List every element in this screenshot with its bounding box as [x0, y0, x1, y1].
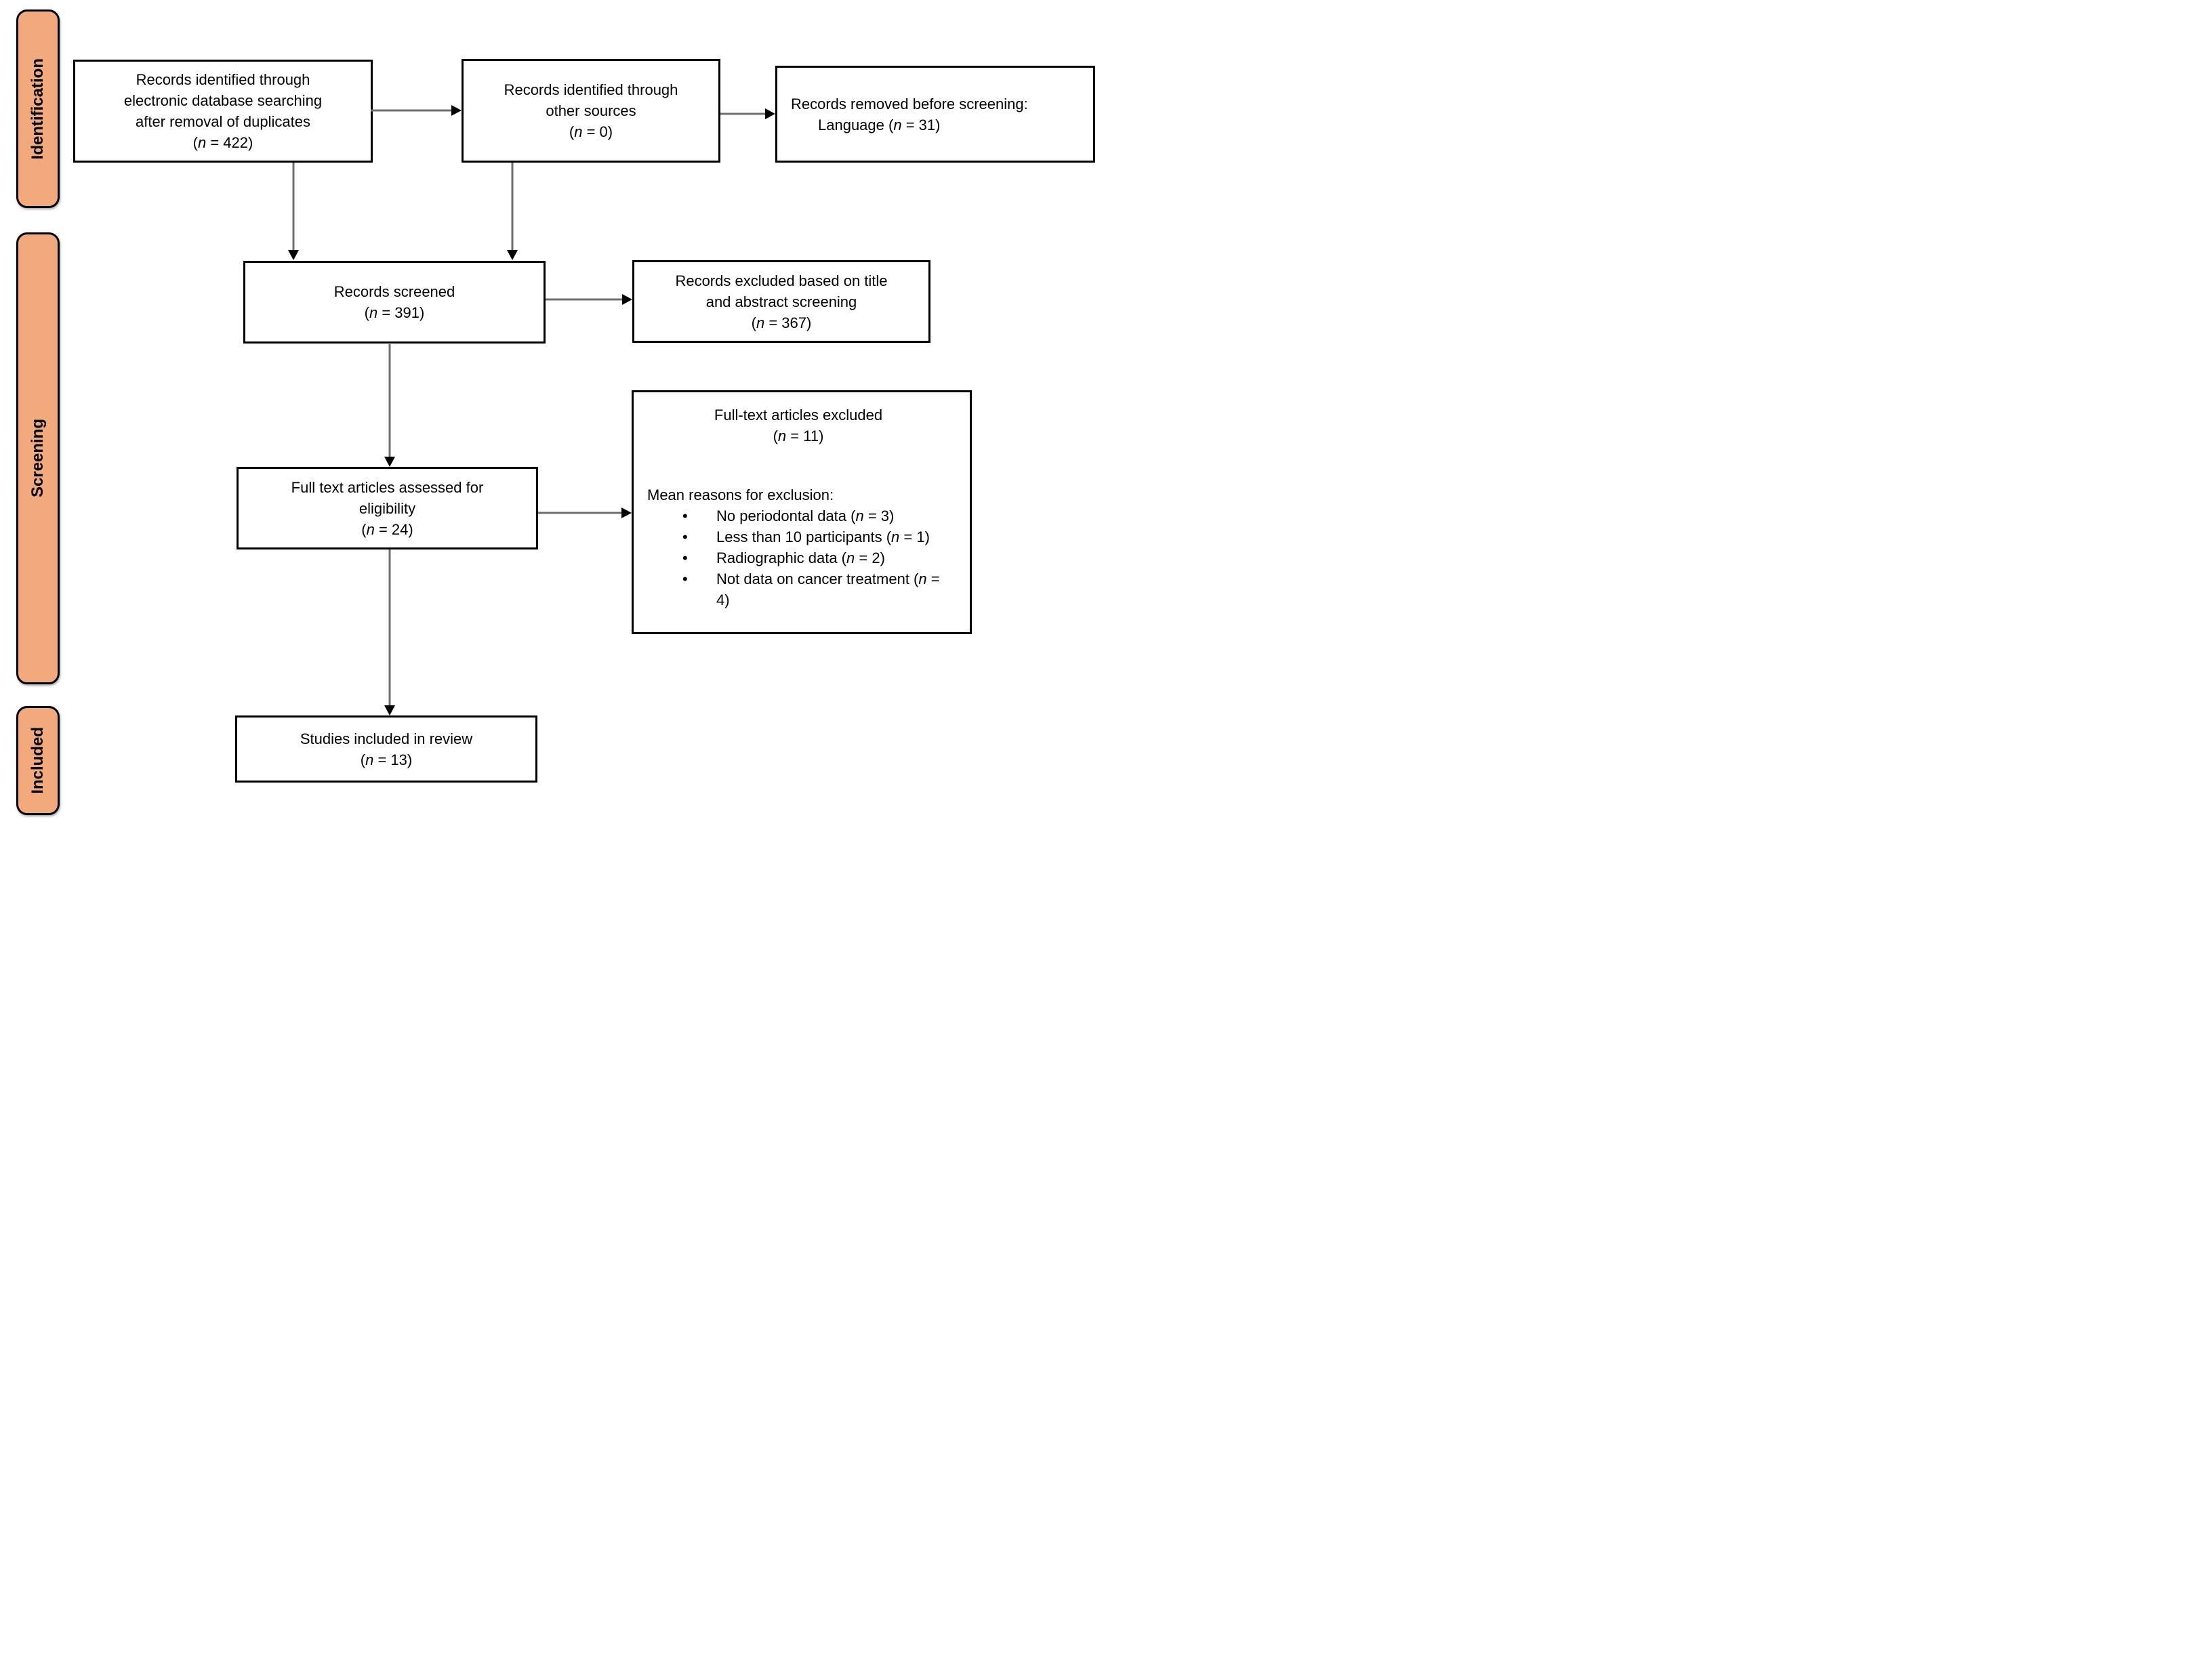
box-text-line: electronic database searching [123, 92, 323, 109]
box-text-line: Records excluded based on title [675, 272, 888, 289]
exclusion-reason-item: • No periodontal data (n = 3) [682, 505, 894, 526]
stage-band-identification: Identification [16, 9, 60, 208]
arrow-identified-to-screened [288, 163, 299, 260]
box-count-line: (n = 0) [569, 123, 613, 140]
stage-label-screening: Screening [28, 419, 47, 498]
arrow-screened-to-excluded [546, 294, 632, 305]
box-count-line: (n = 11) [773, 428, 824, 444]
exclusion-reason-text: No periodontal data (n = 3) [716, 507, 895, 524]
stage-label-included: Included [28, 727, 47, 794]
box-records-screened: Records screened (n = 391) [243, 261, 546, 344]
box-count-line: (n = 367) [751, 314, 812, 331]
box-records-removed: Records removed before screening: Langua… [775, 66, 1095, 163]
arrow-screened-to-assessed [384, 343, 395, 467]
arrow-identified-to-other-sources [371, 105, 462, 116]
box-count-line: (n = 422) [192, 134, 253, 151]
box-count-line: (n = 13) [360, 751, 413, 768]
exclusion-reason-text: Less than 10 participants (n = 1) [716, 528, 930, 545]
box-text-line: Records identified through [504, 81, 678, 98]
box-text-line: Studies included in review [300, 730, 473, 747]
box-text-line: after removal of duplicates [135, 113, 311, 130]
box-text-line: Full text articles assessed for [291, 478, 484, 496]
stage-band-included: Included [16, 706, 60, 815]
box-records-excluded: Records excluded based on title and abst… [632, 260, 930, 343]
exclusion-reason-item: • Less than 10 participants (n = 1) [682, 526, 930, 547]
box-text-line: Language (n = 31) [818, 116, 941, 133]
box-studies-included: Studies included in review (n = 13) [235, 715, 537, 783]
arrow-assessed-to-included [384, 549, 395, 715]
box-count-line: (n = 24) [361, 520, 413, 538]
arrow-other-sources-to-removed [720, 108, 775, 119]
bullet-icon: • [682, 570, 688, 587]
box-text-line: other sources [546, 102, 636, 119]
box-text-line: and abstract screening [705, 293, 857, 310]
arrow-assessed-to-fulltext-excluded [538, 507, 632, 518]
bullet-icon: • [682, 549, 688, 566]
arrow-other-sources-to-screened [507, 163, 518, 260]
box-count-line: (n = 391) [364, 304, 425, 321]
exclusion-reason-text: Not data on cancer treatment (n = 4) [716, 570, 940, 608]
box-fulltext-assessed: Full text articles assessed for eligibil… [237, 467, 538, 549]
bullet-icon: • [682, 528, 688, 545]
box-records-other-sources: Records identified through other sources… [462, 59, 720, 163]
bullet-icon: • [682, 507, 688, 524]
exclusion-reason-item: • Not data on cancer treatment (n = 4) [682, 568, 940, 610]
exclusion-reason-item: • Radiographic data (n = 2) [682, 547, 885, 568]
box-text-line: Full-text articles excluded [714, 407, 883, 423]
box-fulltext-excluded: Full-text articles excluded (n = 11) Mea… [632, 390, 972, 634]
stage-band-screening: Screening [16, 232, 60, 684]
box-text-line: eligibility [359, 499, 416, 517]
exclusion-reasons-heading: Mean reasons for exclusion: [647, 486, 834, 503]
box-text-line: Records screened [333, 283, 455, 300]
box-text-line: Records identified through [136, 71, 310, 88]
stage-label-identification: Identification [28, 58, 47, 160]
box-records-identified: Records identified through electronic da… [73, 60, 373, 163]
box-text-line: Records removed before screening: [791, 95, 1028, 112]
exclusion-reason-text: Radiographic data (n = 2) [716, 549, 885, 566]
